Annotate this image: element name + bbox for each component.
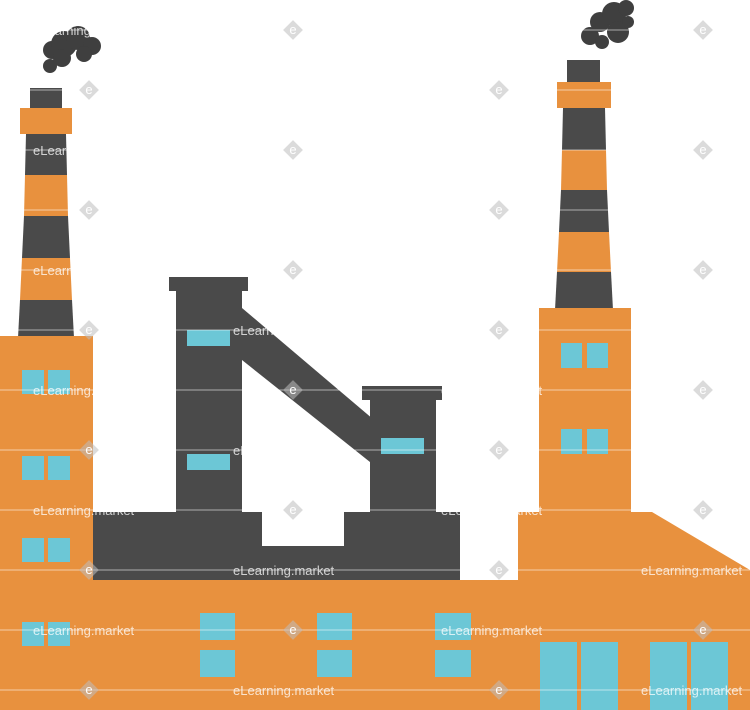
watermark-mark: e [495,82,502,97]
watermark-mark: e [85,82,92,97]
watermark-mark: e [85,682,92,697]
watermark-mark: e [289,142,296,157]
watermark-diamond [79,320,99,340]
watermark-mark: e [289,262,296,277]
watermark-label: eLearning.market [641,443,743,458]
watermark-label: eLearning.market [233,83,335,98]
watermark-diamond [283,20,303,40]
watermark-label: eLearning.market [441,263,543,278]
watermark-label: eLearning.market [233,563,335,578]
watermark-diamond [489,320,509,340]
watermark-diamond [693,260,713,280]
watermark-mark: e [699,142,706,157]
watermark-label: eLearning.market [33,23,135,38]
furnace-structure [93,277,460,580]
watermark-diamond [693,500,713,520]
watermark-diamond [79,440,99,460]
watermark-mark: e [699,22,706,37]
right-smoke [581,0,634,49]
watermark-label: eLearning.market [33,383,135,398]
watermark-diamond [489,440,509,460]
watermark-mark: e [495,442,502,457]
watermark-label: eLearning.market [441,503,543,518]
base-building [0,580,750,710]
watermark-label: eLearning.market [641,563,743,578]
watermark-mark: e [699,502,706,517]
watermark-mark: e [495,682,502,697]
watermark-diamond [489,80,509,100]
watermark-diamond [283,500,303,520]
watermark-label: eLearning.market [441,383,543,398]
watermark-mark: e [495,562,502,577]
watermark-label: eLearning.market [233,683,335,698]
watermark-diamond [489,560,509,580]
watermark-mark: e [85,562,92,577]
watermark-label: eLearning.market [441,143,543,158]
watermark-label: eLearning.market [441,623,543,638]
left-smoke [43,26,101,73]
watermark-diamond [283,620,303,640]
watermark-label: eLearning.market [33,143,135,158]
watermark-label: eLearning.market [33,263,135,278]
watermark-mark: e [289,622,296,637]
watermark-mark: e [289,382,296,397]
watermark-label: eLearning.market [33,503,135,518]
watermark-mark: e [699,622,706,637]
watermark-label: eLearning.market [641,83,743,98]
watermark-label: eLearning.market [233,443,335,458]
watermark-label: eLearning.market [641,203,743,218]
watermark-label: eLearning.market [233,203,335,218]
watermark-label: eLearning.market [641,683,743,698]
watermark-mark: e [699,262,706,277]
watermark-diamond [489,680,509,700]
watermark-diamond [693,620,713,640]
watermark-diamond [283,380,303,400]
watermark-label: eLearning.market [441,23,543,38]
watermark-mark: e [85,202,92,217]
watermark-mark: e [85,322,92,337]
watermark-diamond [283,260,303,280]
left-chimney [18,26,101,338]
watermark-label: eLearning.market [233,323,335,338]
watermark-mark: e [495,202,502,217]
watermark-diamond [79,80,99,100]
watermark-overlay: e e eLearning.market eLearning.market e e eLea… [0,20,750,700]
watermark-mark: e [85,442,92,457]
watermark-mark: e [495,322,502,337]
watermark-label: eLearning.market [641,323,743,338]
watermark-diamond [79,200,99,220]
right-chimney [555,0,634,310]
watermark-diamond [283,140,303,160]
windows [22,330,728,710]
watermark-mark: e [289,22,296,37]
watermark-label: eLearning.market [33,623,135,638]
watermark-mark: e [699,382,706,397]
watermark-mark: e [289,502,296,517]
watermark-diamond [489,200,509,220]
watermark-diamond [693,380,713,400]
